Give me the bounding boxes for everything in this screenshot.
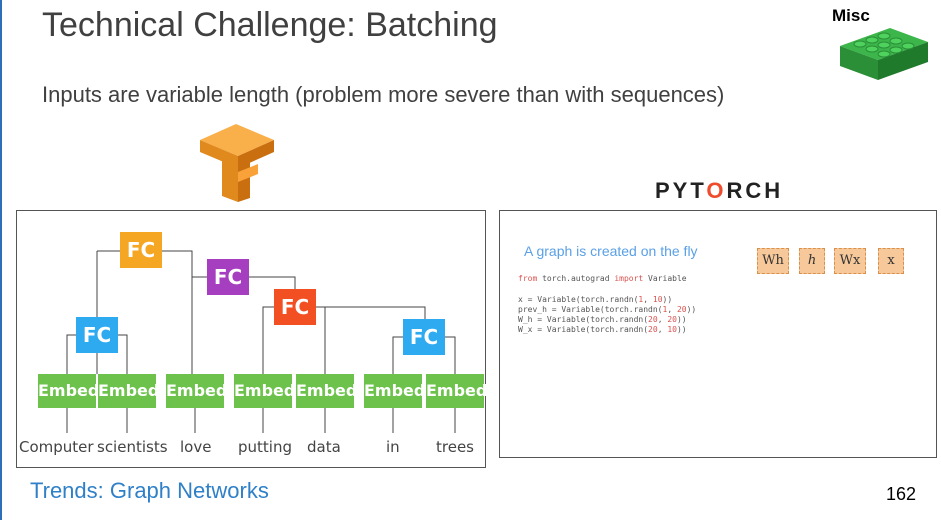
embed-node-3: Embed bbox=[166, 374, 227, 408]
variable-x: x bbox=[878, 248, 904, 274]
embed-node-4: Embed bbox=[234, 374, 295, 408]
misc-label: Misc bbox=[832, 6, 870, 25]
code-number: 1 bbox=[638, 295, 644, 304]
code-number: 20 bbox=[676, 305, 687, 314]
code-number: 20 bbox=[648, 315, 658, 324]
slide-title: Technical Challenge: Batching bbox=[42, 6, 498, 44]
code-number: 10 bbox=[667, 325, 677, 334]
code-kw-import: import bbox=[614, 274, 644, 283]
code-text: )) bbox=[686, 305, 697, 314]
left-accent-rule bbox=[0, 0, 2, 520]
tensorflow-logo-icon bbox=[200, 124, 274, 202]
code-line-4: W_x = Variable(torch.randn(20, 10)) bbox=[518, 325, 687, 334]
pytorch-code-panel: A graph is created on the fly from torch… bbox=[499, 210, 937, 458]
code-text: )) bbox=[662, 295, 673, 304]
word-love: love bbox=[180, 438, 212, 456]
code-text: )) bbox=[676, 325, 687, 334]
code-module: torch.autograd bbox=[537, 274, 615, 283]
code-number: 20 bbox=[648, 325, 658, 334]
code-text: , bbox=[643, 295, 653, 304]
code-line-3: W_h = Variable(torch.randn(20, 20)) bbox=[518, 315, 687, 324]
pytorch-flame-icon: O bbox=[706, 178, 727, 203]
word-putting: putting bbox=[238, 438, 292, 456]
embed-node-6: Embed bbox=[364, 374, 425, 408]
code-text: x = Variable(torch.randn( bbox=[518, 295, 639, 304]
tree-diagram-panel: FC FC FC FC FC Embed Embed Embed Embed E… bbox=[16, 210, 487, 468]
pytorch-logo-text-start: PYT bbox=[655, 178, 707, 203]
code-text: W_h = Variable(torch.randn( bbox=[518, 315, 649, 324]
variable-wx: Wx bbox=[834, 248, 866, 274]
variable-wh: Wh bbox=[757, 248, 789, 274]
fc-node-blue-right: FC bbox=[403, 319, 445, 355]
fc-node-blue-left: FC bbox=[76, 317, 118, 353]
pytorch-logo: PYTORCH bbox=[655, 178, 783, 204]
code-text: prev_h = Variable(torch.randn( bbox=[518, 305, 663, 314]
word-in: in bbox=[386, 438, 400, 456]
code-number: 10 bbox=[652, 295, 663, 304]
page-number: 162 bbox=[886, 484, 917, 504]
code-text: , bbox=[657, 315, 668, 324]
word-scientists: scientists bbox=[97, 438, 168, 456]
word-computer: Computer bbox=[19, 438, 94, 456]
code-line-2: prev_h = Variable(torch.randn(1, 20)) bbox=[518, 305, 696, 314]
code-text: , bbox=[667, 305, 677, 314]
code-kw-from: from bbox=[518, 274, 538, 283]
slide-subtitle: Inputs are variable length (problem more… bbox=[42, 82, 725, 107]
word-data: data bbox=[307, 438, 341, 456]
lego-brick-icon bbox=[840, 28, 928, 80]
code-line-1: x = Variable(torch.randn(1, 10)) bbox=[518, 295, 672, 304]
code-text: )) bbox=[676, 315, 687, 324]
graph-caption: A graph is created on the fly bbox=[524, 243, 698, 259]
word-trees: trees bbox=[436, 438, 474, 456]
code-number: 1 bbox=[662, 305, 668, 314]
code-number: 20 bbox=[667, 315, 677, 324]
code-import-line: from torch.autograd import Variable bbox=[518, 274, 687, 283]
code-import-name: Variable bbox=[643, 274, 687, 283]
code-text: , bbox=[657, 325, 668, 334]
footer-link-graph-networks[interactable]: Trends: Graph Networks bbox=[30, 478, 269, 503]
embed-node-5: Embed bbox=[296, 374, 357, 408]
variable-h: h bbox=[799, 248, 825, 274]
fc-node-purple: FC bbox=[207, 259, 249, 295]
pytorch-logo-text-end: RCH bbox=[726, 178, 784, 203]
code-text: W_x = Variable(torch.randn( bbox=[518, 325, 649, 334]
fc-node-orange: FC bbox=[274, 289, 316, 325]
embed-node-7: Embed bbox=[426, 374, 487, 408]
fc-node-root: FC bbox=[120, 232, 162, 268]
embed-node-2: Embed bbox=[98, 374, 159, 408]
embed-node-1: Embed bbox=[38, 374, 99, 408]
